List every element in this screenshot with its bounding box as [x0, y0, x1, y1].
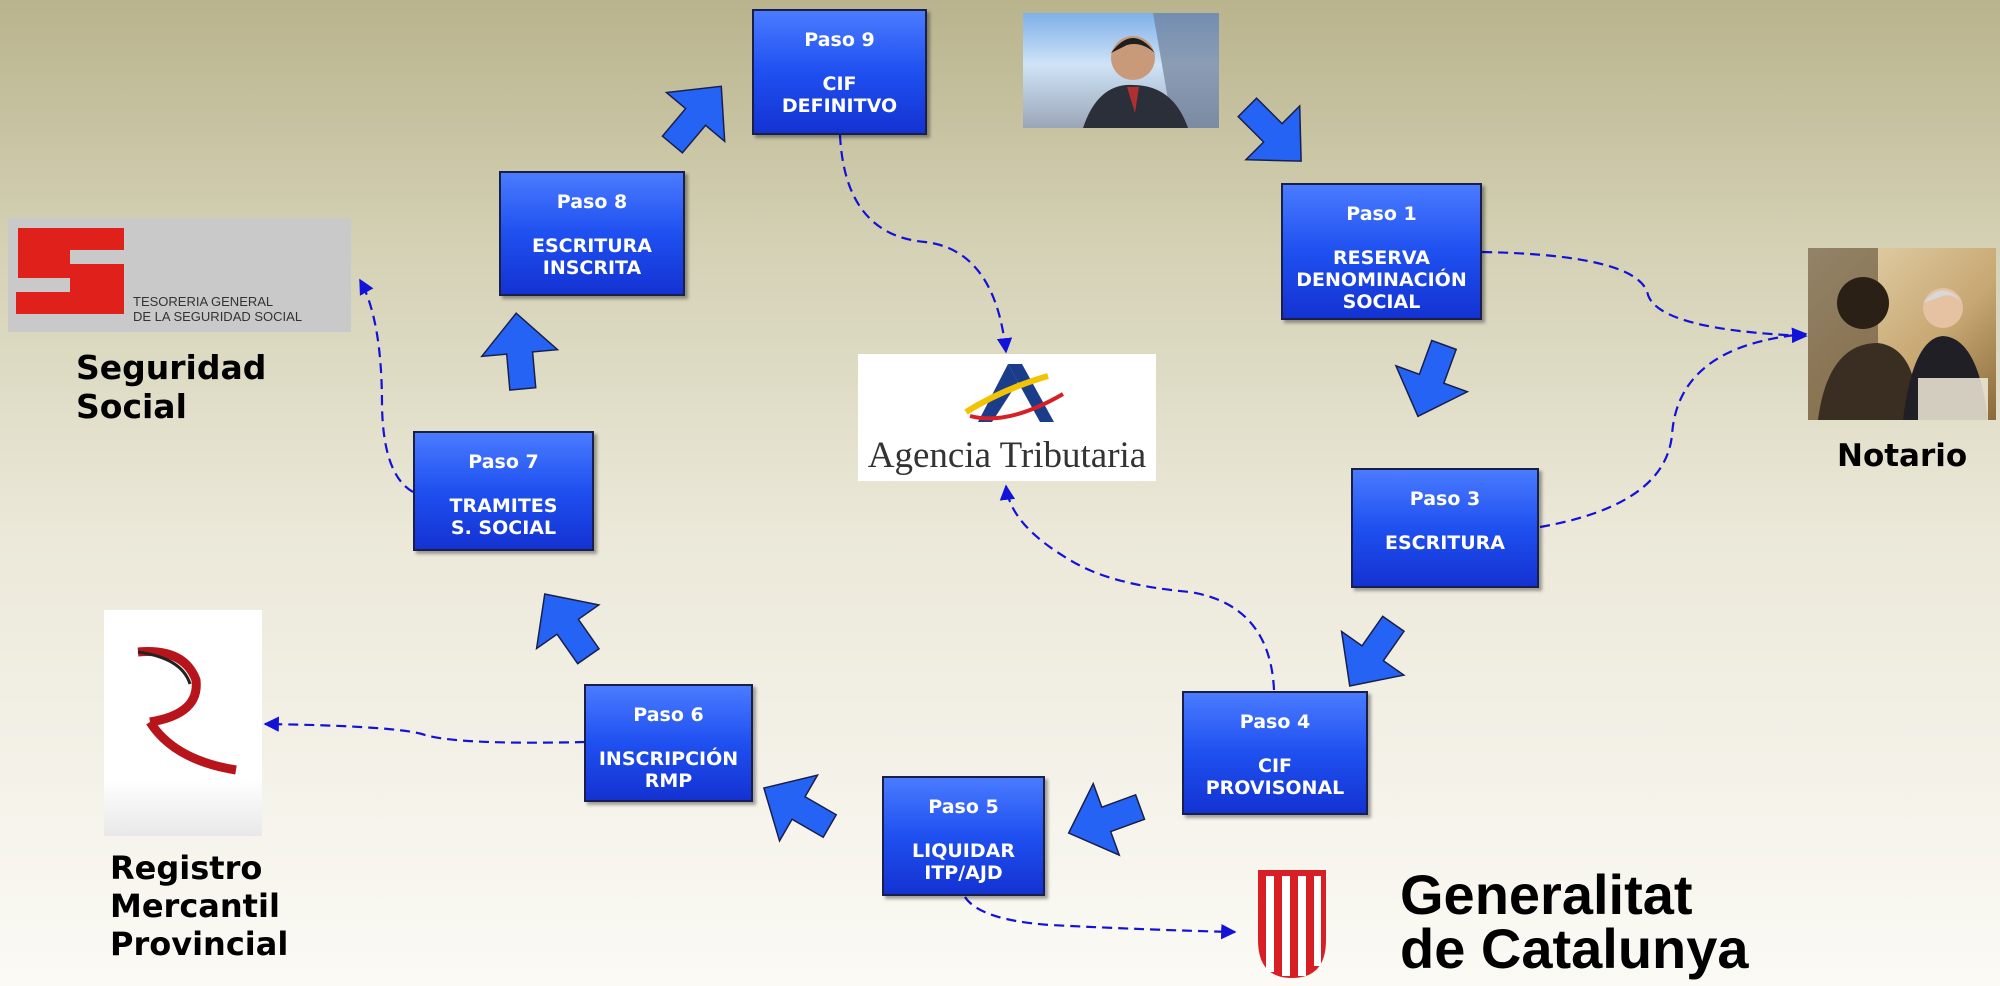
arrow-paso1-to-paso3: [1394, 339, 1470, 418]
connector-paso5-generalitat: [964, 896, 1237, 940]
step-desc: CIF PROVISONAL: [1205, 755, 1345, 799]
step-paso3: Paso 3 ESCRITURA: [1351, 468, 1539, 588]
step-desc: TRAMITES S. SOCIAL: [449, 495, 558, 539]
entity-registro-mercantil: Registro Mercantil Provincial: [110, 849, 289, 963]
entity-seguridad-social: Seguridad Social: [76, 348, 267, 426]
step-paso7: Paso 7 TRAMITES S. SOCIAL: [413, 431, 594, 551]
arrow-paso8-to-paso9: [661, 85, 726, 154]
connector-paso9-agencia: [838, 134, 1013, 354]
connector-paso1-notario: [1481, 250, 1808, 344]
businessman-photo: [1023, 13, 1219, 128]
step-desc: INSCRIPCIÓN RMP: [598, 748, 739, 792]
arrow-paso5-to-paso6: [762, 773, 838, 843]
step-label: Paso 7: [468, 451, 539, 473]
tgss-logo-text: TESORERIA GENERAL DE LA SEGURIDAD SOCIAL: [133, 294, 303, 324]
step-paso5: Paso 5 LIQUIDAR ITP/AJD: [882, 776, 1045, 896]
connector-paso3-notario: [1539, 327, 1808, 529]
step-desc: RESERVA DENOMINACIÓN SOCIAL: [1296, 247, 1467, 313]
step-paso6: Paso 6 INSCRIPCIÓN RMP: [584, 684, 753, 802]
step-paso9: Paso 9 CIF DEFINITVO: [752, 9, 927, 135]
generalitat-emblem: [1254, 870, 1330, 980]
step-desc: ESCRITURA: [1384, 532, 1506, 554]
arrow-paso3-to-paso4: [1340, 615, 1406, 687]
step-desc: ESCRITURA INSCRITA: [531, 235, 653, 279]
step-desc: LIQUIDAR ITP/AJD: [912, 840, 1015, 884]
step-paso1: Paso 1 RESERVA DENOMINACIÓN SOCIAL: [1281, 183, 1482, 320]
agencia-tributaria-logo: [858, 354, 1156, 481]
step-label: Paso 4: [1239, 711, 1311, 733]
arrow-paso6-to-paso7: [535, 593, 601, 665]
agencia-tributaria-text: Agencia Tributaria: [867, 435, 1147, 476]
step-label: Paso 5: [928, 796, 999, 818]
entity-notario: Notario: [1837, 438, 1968, 474]
tgss-logo: [8, 218, 351, 332]
step-label: Paso 9: [804, 29, 875, 51]
connector-paso4-agencia: [999, 484, 1276, 691]
step-paso8: Paso 8 ESCRITURA INSCRITA: [499, 171, 685, 296]
flow-arrows: [480, 85, 1470, 857]
step-label: Paso 3: [1409, 488, 1481, 510]
notary-photo: [1808, 248, 1996, 420]
step-desc: CIF DEFINITVO: [781, 73, 898, 117]
step-label: Paso 6: [633, 704, 704, 726]
arrow-photo-to-paso1: [1237, 97, 1302, 162]
arrow-paso4-to-paso5: [1067, 781, 1146, 857]
connector-paso7-seguridad: [359, 278, 414, 493]
step-label: Paso 1: [1346, 203, 1417, 225]
registro-mercantil-logo: [104, 610, 262, 836]
arrow-paso7-to-paso8: [480, 312, 560, 391]
step-label: Paso 8: [556, 191, 628, 213]
step-paso4: Paso 4 CIF PROVISONAL: [1182, 691, 1368, 815]
generalitat-text: Generalitat de Catalunya: [1400, 863, 1749, 980]
connector-paso6-registro: [263, 716, 586, 744]
